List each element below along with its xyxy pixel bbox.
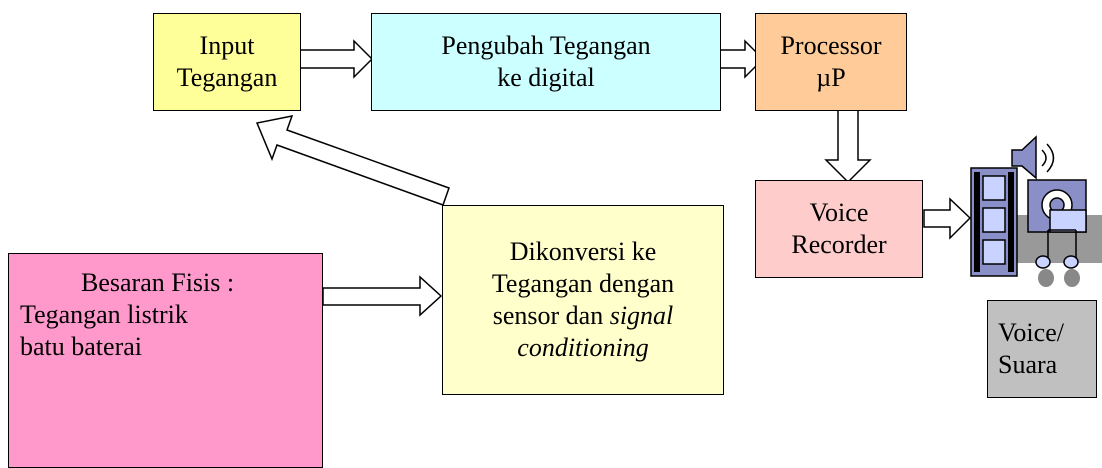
film-speaker-camera-music-icon — [970, 135, 1102, 287]
signal-conditioning-line3-italic: signal — [609, 301, 674, 330]
input-voltage-line2: Tegangan — [176, 63, 278, 92]
input-voltage-block: Input Tegangan — [153, 13, 301, 111]
physical-quantity-line2: Tegangan listrik — [20, 300, 188, 329]
arrow-recorder-to-media — [923, 197, 972, 240]
processor-block: Processor µP — [755, 13, 907, 111]
voltage-converter-block: Pengubah Tegangan ke digital — [371, 13, 721, 111]
voltage-converter-line1: Pengubah Tegangan — [441, 31, 651, 60]
voice-output-line2: Suara — [998, 350, 1058, 379]
arrow-input-to-converter — [299, 39, 374, 79]
voice-output-line1: Voice/ — [998, 318, 1064, 347]
signal-conditioning-line2: Tegangan dengan — [491, 269, 675, 298]
arrow-converter-to-processor — [719, 39, 765, 79]
signal-conditioning-line3: sensor dan signal — [493, 300, 674, 332]
voice-recorder-line2: Recorder — [791, 230, 887, 259]
processor-line2: µP — [816, 63, 846, 92]
input-voltage-line1: Input — [199, 31, 255, 60]
signal-conditioning-line4: conditioning — [517, 333, 649, 362]
arrow-feedback-to-input — [255, 115, 450, 206]
physical-quantity-block: Besaran Fisis : Tegangan listrik batu ba… — [8, 253, 323, 468]
arrow-processor-to-recorder — [824, 109, 872, 184]
voltage-converter-line2: ke digital — [497, 63, 595, 92]
physical-quantity-title: Besaran Fisis : — [81, 268, 235, 297]
signal-conditioning-block: Dikonversi ke Tegangan dengan sensor dan… — [442, 205, 724, 395]
arrow-source-to-conditioning — [322, 275, 443, 317]
physical-quantity-line3: batu baterai — [20, 332, 142, 361]
signal-conditioning-line1: Dikonversi ke — [509, 237, 657, 266]
voice-output-block: Voice/ Suara — [987, 300, 1097, 398]
processor-line1: Processor — [780, 31, 882, 60]
voice-recorder-line1: Voice — [809, 198, 869, 227]
voice-recorder-block: Voice Recorder — [755, 180, 923, 278]
signal-conditioning-line3-plain: sensor dan — [492, 301, 610, 330]
